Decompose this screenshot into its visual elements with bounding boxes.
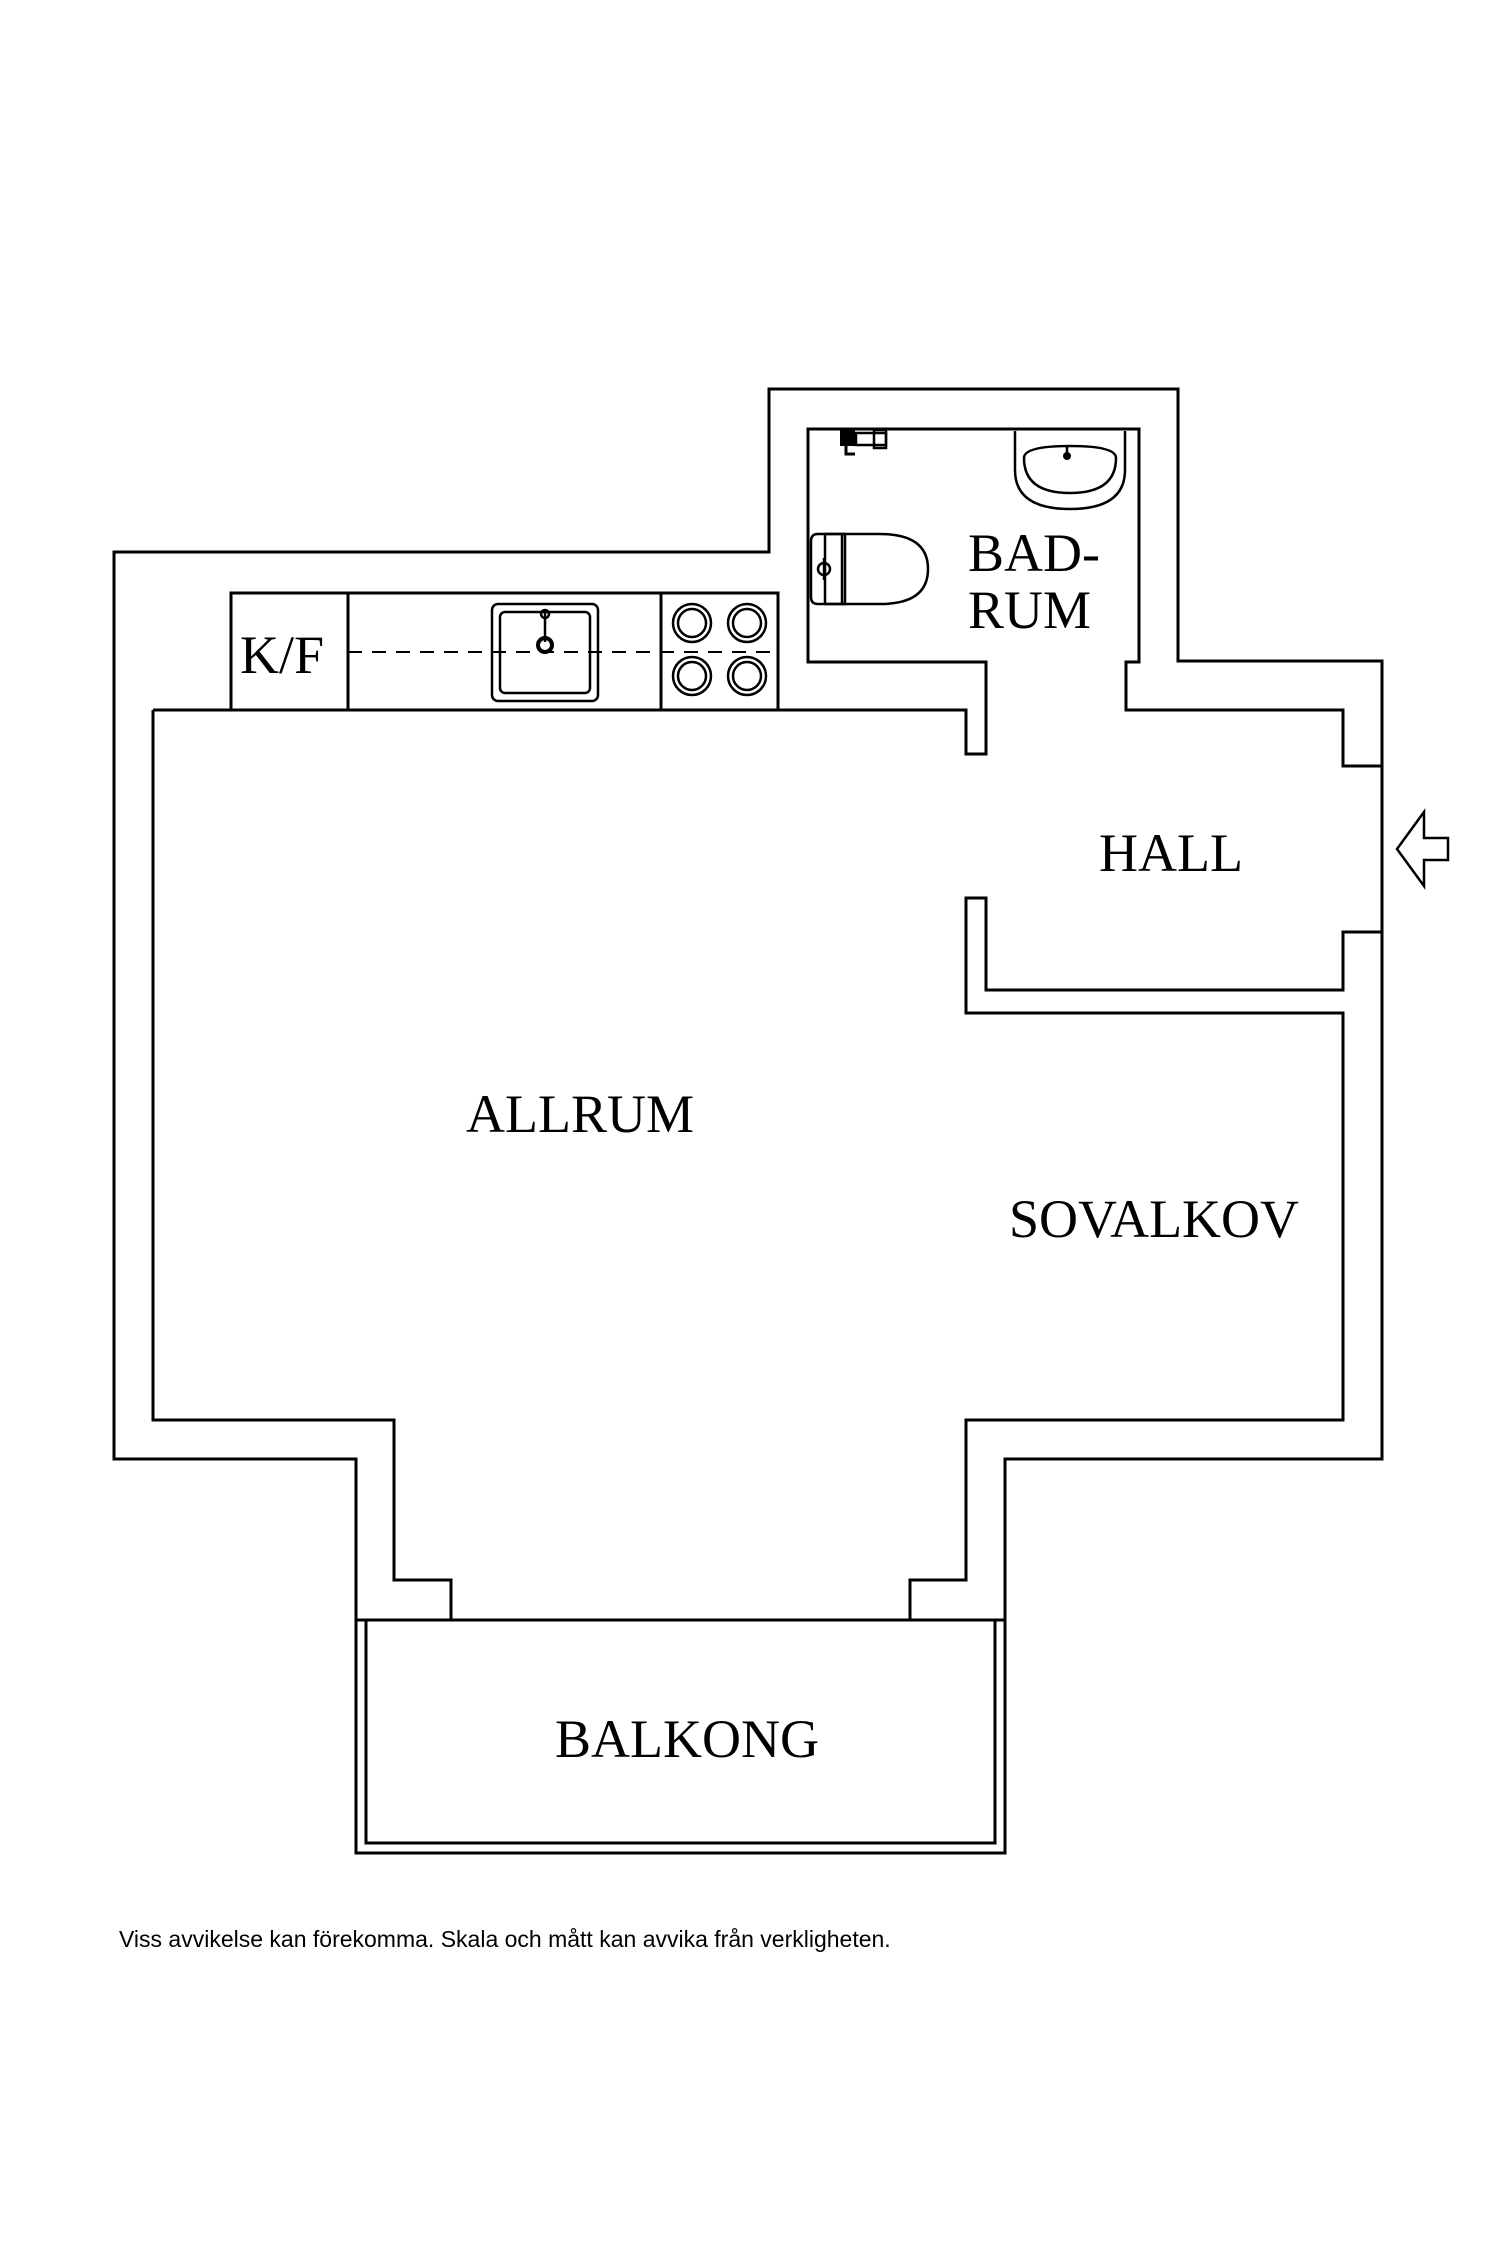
washbasin-icon: [1013, 431, 1127, 511]
inner-wall-allrum: [153, 427, 1382, 768]
outer-wall: [112, 387, 1384, 1855]
room-label-hall: HALL: [1099, 823, 1243, 883]
room-label-allrum: ALLRUM: [466, 1084, 694, 1144]
room-label-balkong: BALKONG: [555, 1709, 819, 1769]
balcony-outline: [354, 1618, 1007, 1855]
inner-wall-allrum-left: [151, 710, 453, 1620]
entrance-arrow-icon: [1395, 808, 1450, 890]
balcony-inner: [364, 1620, 997, 1845]
inner-wall-hall-lower: [908, 896, 1382, 1620]
room-label-badrum-line1: BAD-: [968, 523, 1100, 583]
room-label-badrum-line2: RUM: [968, 580, 1091, 640]
disclaimer-text: Viss avvikelse kan förekomma. Skala och …: [119, 1926, 891, 1952]
room-label-kf: K/F: [240, 625, 324, 685]
faucet-icon: [840, 428, 888, 456]
toilet-icon: [809, 532, 930, 606]
room-label-sovalkov: SOVALKOV: [1009, 1189, 1299, 1249]
kitchen-counter: [229, 591, 780, 712]
stove-icon: [671, 602, 768, 697]
kitchen-sink-icon: [490, 602, 600, 703]
